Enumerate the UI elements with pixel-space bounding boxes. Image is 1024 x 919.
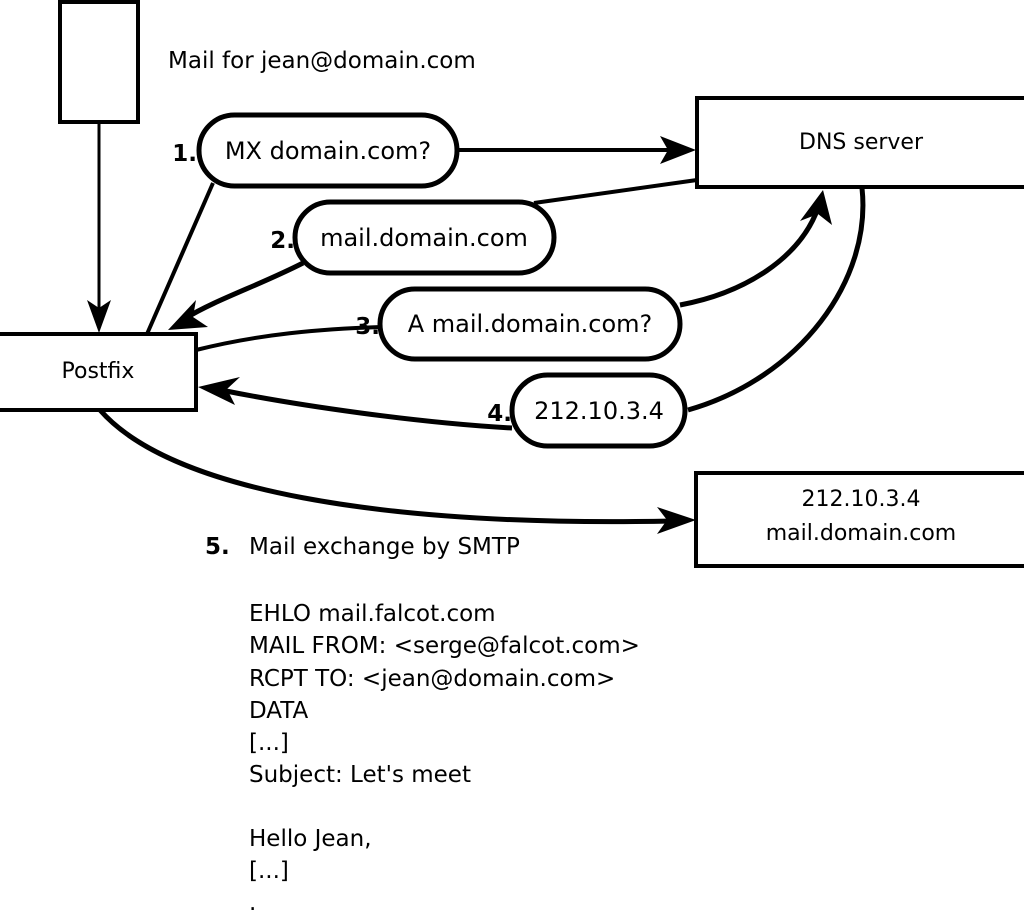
dns-server-label: DNS server	[799, 130, 924, 155]
step-4-bubble-shape[interactable]	[509, 372, 688, 449]
edge-postfix-to-mail-server	[98, 408, 696, 534]
edge-step2-to-postfix	[168, 260, 305, 330]
step-4-number: 4.	[487, 401, 512, 427]
arrowhead-icon	[660, 136, 696, 164]
step-bubble-4[interactable]: 212.10.3.4 4.	[487, 372, 688, 449]
step-2-bubble-shape[interactable]	[292, 199, 557, 276]
node-dns-server: DNS server	[695, 96, 1024, 189]
edge-step3-to-dns	[679, 190, 832, 308]
edge-line	[195, 325, 382, 352]
step-bubble-2[interactable]: mail.domain.com 2.	[270, 199, 557, 276]
arrowhead-icon	[198, 377, 240, 405]
client-box	[58, 0, 140, 124]
step-3-label: A mail.domain.com?	[408, 310, 653, 338]
step-bubble-3[interactable]: A mail.domain.com? 3.	[355, 286, 683, 362]
step-2-number: 2.	[270, 228, 295, 254]
mail-server-ip: 212.10.3.4	[802, 487, 921, 512]
page-title: Mail for jean@domain.com	[168, 48, 476, 74]
arrowhead-icon	[657, 507, 696, 534]
edge-line	[687, 187, 866, 413]
mail-server-box	[694, 471, 1024, 568]
step-5-label: Mail exchange by SMTP	[249, 534, 520, 560]
smtp-line-3: DATA	[249, 698, 309, 724]
arrowhead-icon	[87, 300, 111, 333]
smtp-line-9: .	[249, 890, 256, 916]
smtp-line-0: EHLO mail.falcot.com	[249, 601, 496, 627]
edge-line	[679, 207, 821, 308]
smtp-line-8: [...]	[249, 858, 289, 884]
step-2-label: mail.domain.com	[320, 224, 528, 252]
step-1-bubble-shape[interactable]	[196, 112, 460, 189]
edge-dns-to-step2	[533, 178, 698, 205]
edge-step1-to-dns	[456, 136, 696, 164]
node-mail-server: 212.10.3.4 mail.domain.com	[694, 471, 1024, 568]
postfix-box	[0, 332, 198, 412]
smtp-line-7: Hello Jean,	[249, 826, 372, 852]
edge-line	[220, 387, 513, 431]
edge-line	[145, 182, 215, 335]
arrowhead-icon	[800, 190, 832, 225]
step-bubble-1[interactable]: MX domain.com? 1.	[172, 112, 460, 189]
edge-line	[533, 178, 698, 205]
edge-client-to-postfix	[87, 122, 111, 333]
smtp-line-4: [...]	[249, 730, 289, 756]
edge-postfix-to-step1	[145, 182, 215, 335]
smtp-line-1: MAIL FROM: <serge@falcot.com>	[249, 633, 640, 659]
step-5-number: 5.	[205, 534, 230, 560]
edge-line	[98, 408, 674, 525]
edge-dns-to-step4	[687, 187, 866, 413]
step-3-number: 3.	[355, 314, 380, 340]
step-1-number: 1.	[172, 141, 197, 167]
smtp-line-2: RCPT TO: <jean@domain.com>	[249, 666, 615, 692]
mail-server-hostname: mail.domain.com	[766, 521, 957, 546]
step-4-label: 212.10.3.4	[534, 397, 664, 425]
step-3-bubble-shape[interactable]	[377, 286, 683, 362]
postfix-label: Postfix	[62, 359, 135, 384]
dns-server-box	[695, 96, 1024, 189]
smtp-line-5: Subject: Let's meet	[249, 762, 471, 788]
edge-line	[184, 260, 305, 321]
edge-step4-to-postfix	[198, 377, 513, 431]
node-client	[58, 0, 140, 124]
arrowhead-icon	[168, 300, 208, 330]
edge-postfix-to-step3	[195, 325, 382, 352]
node-postfix: Postfix	[0, 332, 198, 412]
step-1-label: MX domain.com?	[225, 137, 431, 165]
